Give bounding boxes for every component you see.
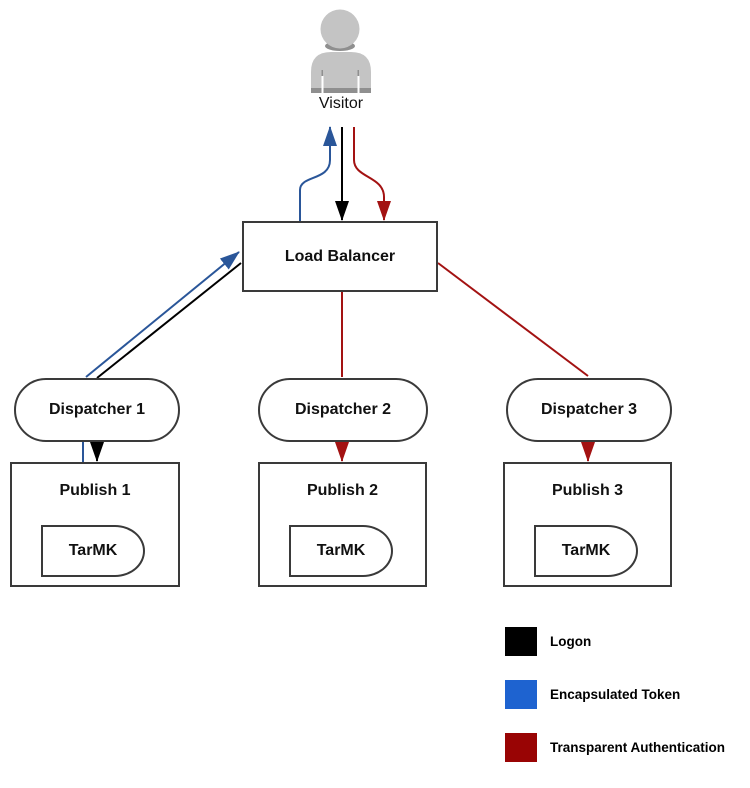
- tarmk-shape-1: TarMK: [41, 525, 145, 577]
- visitor-icon-arm-gap-left: [321, 76, 324, 93]
- token-arrow-lb-to-visitor: [299, 126, 337, 221]
- visitor-icon-sleeve-mark-left: [321, 70, 323, 76]
- tarmk-shape-3: TarMK: [534, 525, 638, 577]
- node-publish-3: Publish 3 TarMK: [503, 462, 672, 587]
- legend-row-transparent-authentication: Transparent Authentication: [505, 733, 725, 762]
- legend-label-transparent-authentication: Transparent Authentication: [550, 740, 726, 755]
- node-dispatcher-2: Dispatcher 2: [258, 378, 428, 442]
- dispatcher-3-label: Dispatcher 3: [540, 401, 638, 418]
- legend-swatch-encapsulated-token: [505, 680, 537, 709]
- visitor-icon: [311, 9, 371, 93]
- node-publish-2: Publish 2 TarMK: [258, 462, 427, 587]
- dispatcher-2-label: Dispatcher 2: [294, 401, 392, 418]
- dispatcher-1-label: Dispatcher 1: [48, 401, 146, 418]
- visitor-icon-head: [320, 9, 360, 49]
- token-arrow-dispatcher1-to-lb: [85, 251, 240, 378]
- legend-row-encapsulated-token: Encapsulated Token: [505, 680, 725, 709]
- visitor-icon-sleeve-mark-right: [357, 70, 359, 76]
- logon-line-lb-to-dispatcher1: [96, 262, 242, 379]
- publish-3-label: Publish 3: [551, 482, 624, 499]
- ta-arrow-visitor-to-lb: [353, 127, 391, 221]
- legend-swatch-logon: [505, 627, 537, 656]
- publish-1-label: Publish 1: [59, 482, 131, 499]
- node-publish-1: Publish 1 TarMK: [10, 462, 180, 587]
- visitor-icon-body: [311, 52, 371, 93]
- legend-swatch-transparent-authentication: [505, 733, 537, 762]
- legend-label-encapsulated-token: Encapsulated Token: [550, 687, 681, 702]
- node-dispatcher-3: Dispatcher 3: [506, 378, 672, 442]
- legend: Logon Encapsulated Token Transparent Aut…: [505, 627, 725, 786]
- tarmk-shape-2: TarMK: [289, 525, 393, 577]
- node-load-balancer: Load Balancer: [242, 221, 438, 292]
- visitor-icon-arm-gap-right: [357, 76, 360, 93]
- visitor-icon-hem: [311, 88, 371, 93]
- tarmk-1-label: TarMK: [68, 542, 118, 559]
- legend-row-logon: Logon: [505, 627, 725, 656]
- legend-label-logon: Logon: [550, 634, 592, 649]
- ta-line-lb-to-dispatcher3: [437, 262, 589, 377]
- visitor-label: Visitor: [318, 95, 364, 112]
- load-balancer-label: Load Balancer: [284, 247, 396, 265]
- node-dispatcher-1: Dispatcher 1: [14, 378, 180, 442]
- tarmk-3-label: TarMK: [561, 542, 611, 559]
- publish-2-label: Publish 2: [306, 482, 379, 499]
- tarmk-2-label: TarMK: [316, 542, 366, 559]
